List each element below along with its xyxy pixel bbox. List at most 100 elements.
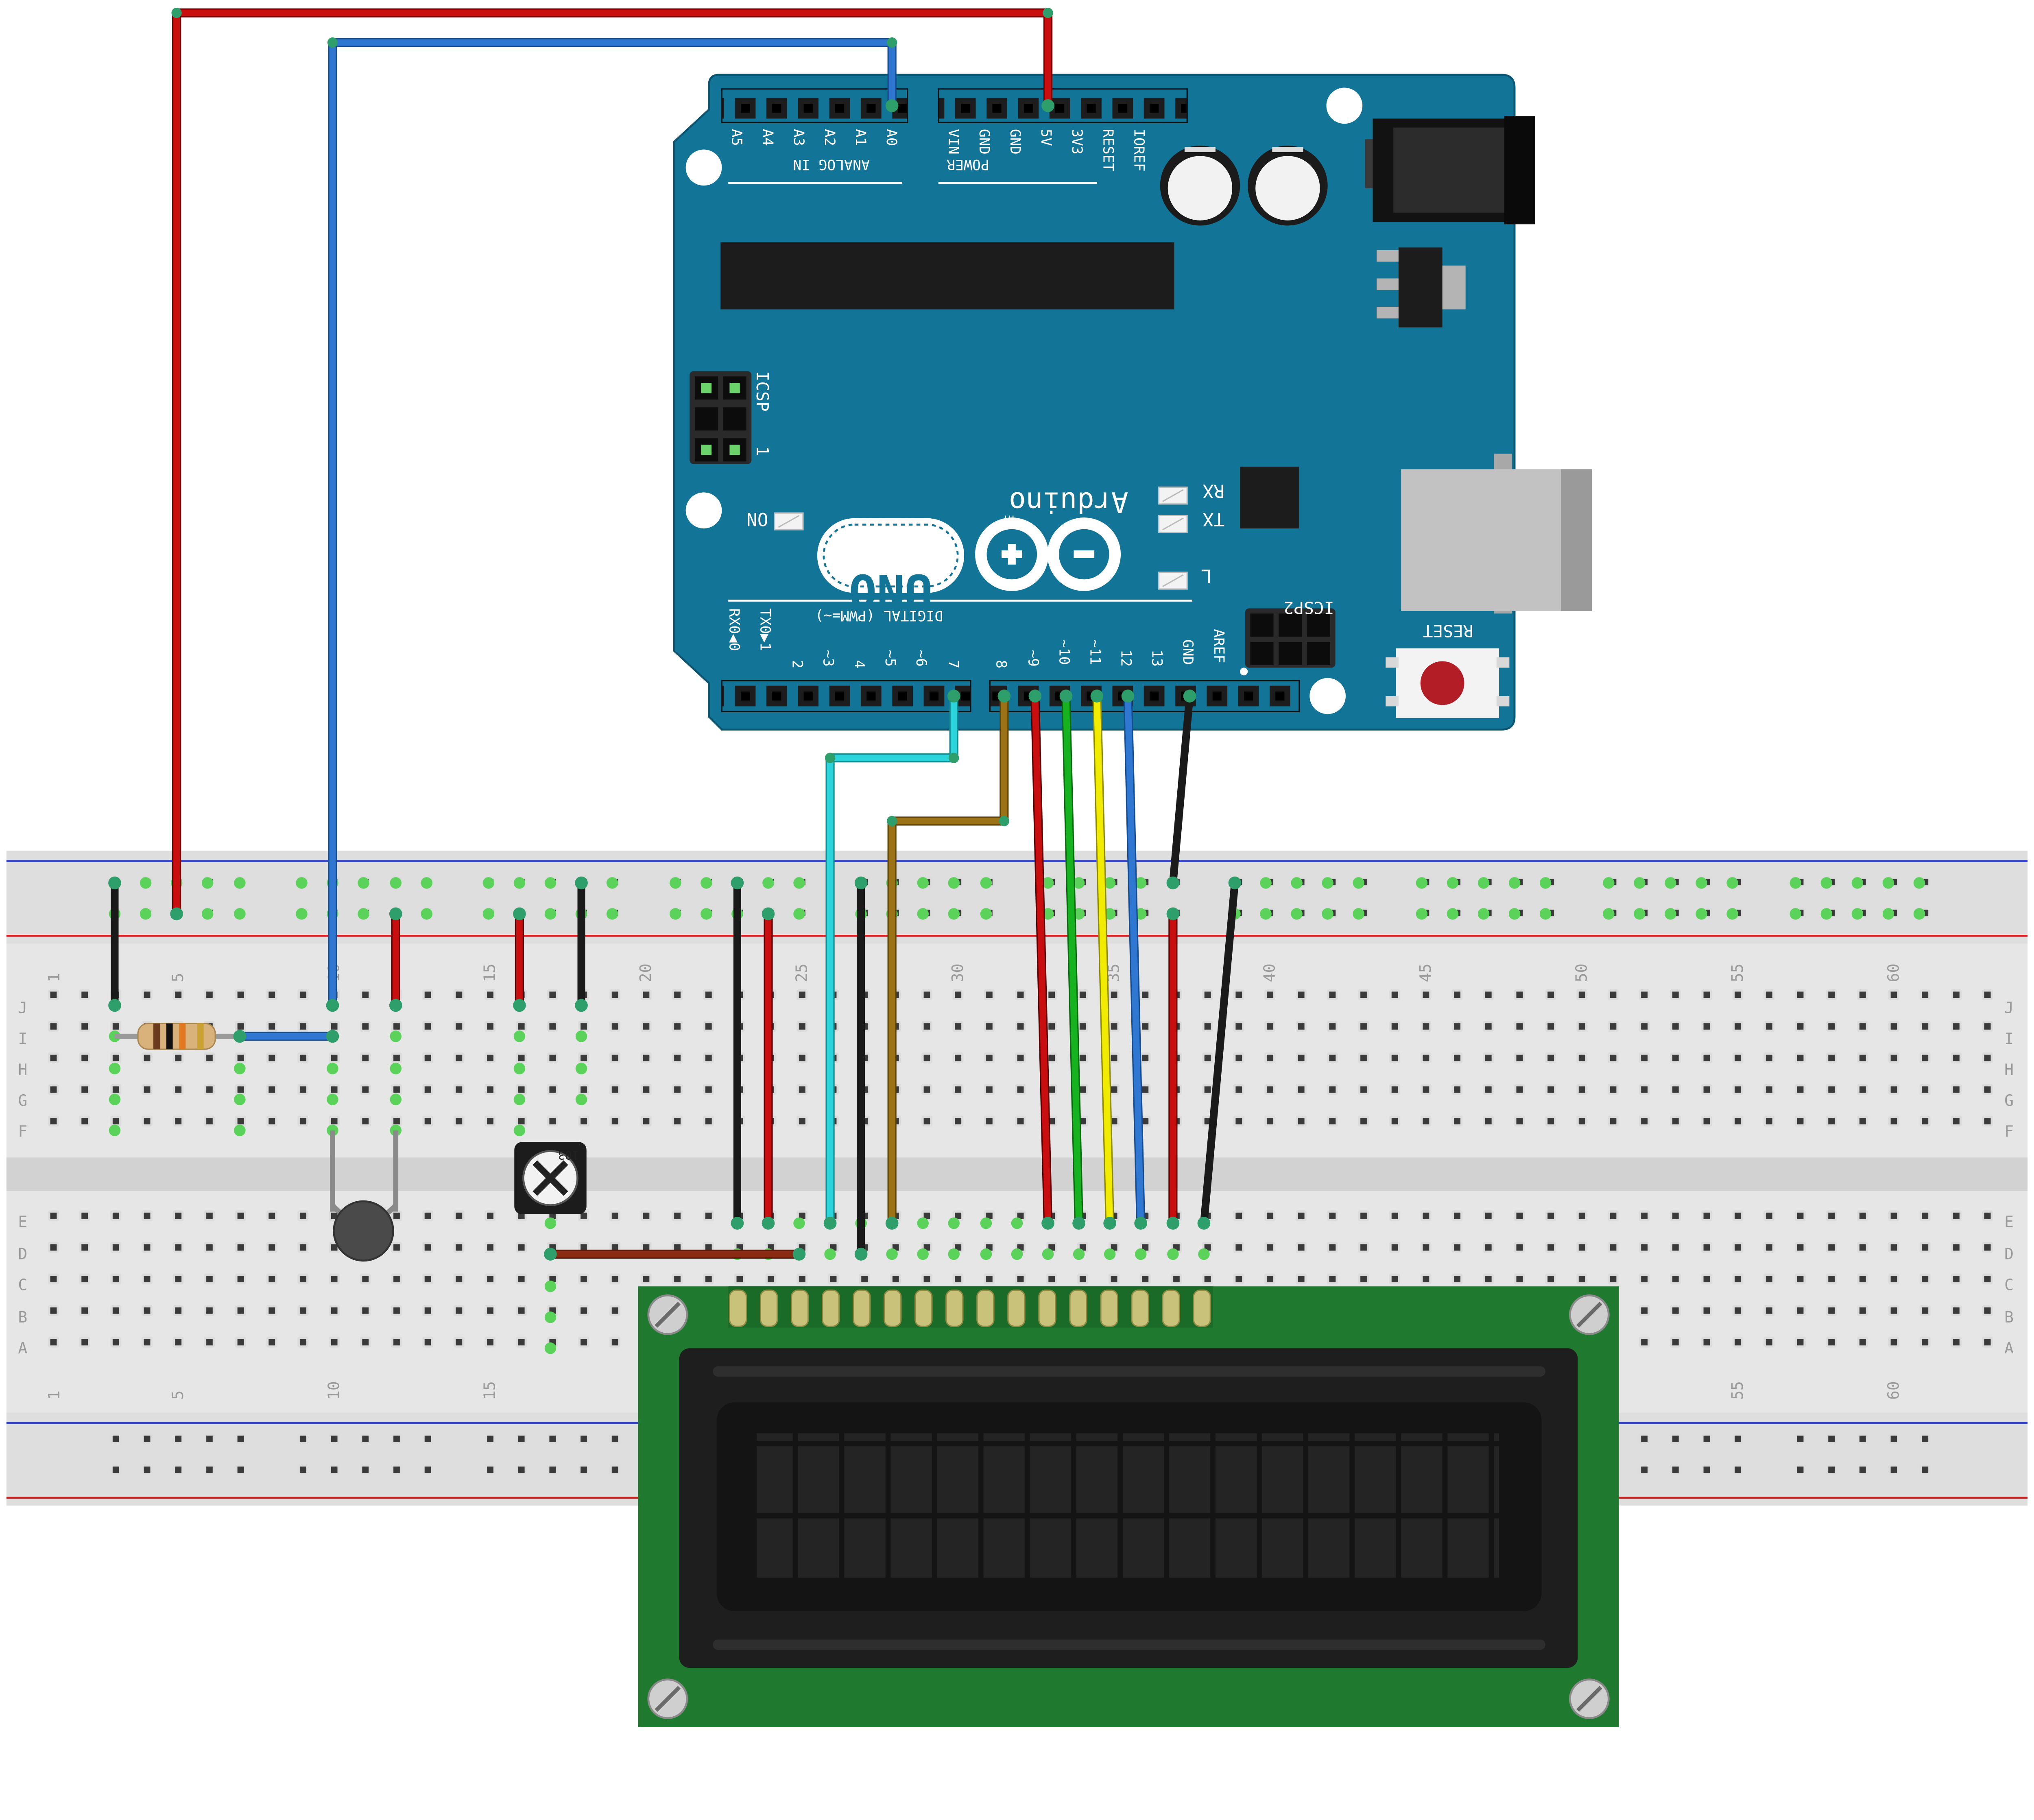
row-letter-c: C — [2004, 1276, 2014, 1294]
pin-label-reset: RESET — [1100, 129, 1116, 172]
analog-header — [721, 88, 908, 123]
pin-label-gnd: GND — [976, 129, 992, 155]
screw-icon — [1569, 1294, 1610, 1335]
row-letter-j: J — [18, 999, 27, 1017]
resistor — [115, 1023, 240, 1050]
on-label: ON — [746, 508, 768, 529]
tx-label: TX — [1203, 508, 1224, 529]
potentiometer[interactable]: 103 — [514, 1142, 587, 1214]
pin-label-d8: 8 — [993, 660, 1009, 668]
column-number: 25 — [793, 964, 811, 982]
row-letters: J I H G F E D C B A J I H G F E D C B A — [18, 999, 2014, 1357]
column-number: 15 — [481, 964, 499, 982]
pin-label-vin: VIN — [945, 129, 961, 155]
column-number: 1 — [45, 1390, 63, 1400]
rx-led — [1158, 487, 1188, 505]
digital-pin-labels: RX0◀0 TX0▶1 2 ~3 4 ~5 ~6 7 8 ~9 ~10 ~11 … — [726, 609, 1227, 669]
pin-label-a3: A3 — [790, 129, 807, 146]
column-number: 60 — [1884, 964, 1902, 982]
thermistor — [333, 1200, 394, 1262]
pin-label-5v: 5V — [1038, 129, 1054, 146]
pin-label-ioref: IOREF — [1130, 129, 1147, 172]
column-number: 10 — [325, 1381, 343, 1400]
row-letter-a: A — [2004, 1339, 2014, 1357]
voltage-regulator — [1377, 247, 1466, 327]
column-number: 30 — [949, 964, 967, 982]
wire-a0 — [329, 39, 895, 1009]
pin-label-3v3: 3V3 — [1069, 129, 1085, 155]
pin-label-d5: ~5 — [882, 650, 898, 667]
digital-pwm-label: DIGITAL (PWM=~) — [815, 607, 943, 624]
wire-d9 — [1032, 693, 1051, 1226]
row-letter-e: E — [2004, 1213, 2014, 1231]
lcd-16x2-module — [638, 1286, 1619, 1727]
wire-5v — [173, 9, 1051, 917]
pin-label-a2: A2 — [821, 129, 838, 146]
row-letter-f: F — [18, 1123, 27, 1141]
pin-label-a1: A1 — [852, 129, 869, 146]
screw-icon — [647, 1294, 688, 1335]
power-header — [938, 88, 1188, 123]
column-number: 60 — [1884, 1381, 1902, 1400]
pin-label-a4: A4 — [759, 129, 776, 146]
screw-icon — [647, 1678, 688, 1720]
row-letter-a: A — [18, 1339, 27, 1357]
analog-in-label: ANALOG IN — [793, 156, 870, 172]
reset-button[interactable] — [1386, 648, 1510, 718]
column-number: 55 — [1728, 1381, 1746, 1400]
mounting-hole — [1309, 678, 1346, 714]
pin-label-aref: AREF — [1211, 629, 1227, 663]
digital-header-low — [721, 680, 971, 712]
column-number: 50 — [1573, 964, 1591, 982]
row-letter-b: B — [2004, 1308, 2014, 1326]
pin-label-gnd: GND — [1180, 639, 1196, 665]
row-letter-i: I — [2004, 1030, 2014, 1048]
pin-label-d13: 13 — [1149, 650, 1165, 667]
uno-logo: UNO — [817, 518, 965, 618]
wire-lcd-backlight-cathode — [1200, 879, 1239, 1227]
pot-knob-icon — [533, 1160, 568, 1196]
tx-led — [1158, 515, 1188, 533]
pin-label-d2: 2 — [789, 660, 805, 668]
aref-dot — [1240, 668, 1248, 676]
row-letter-b: B — [18, 1308, 27, 1326]
pin-label-gnd: GND — [1007, 129, 1023, 155]
breadboard: J I H G F E D C B A J I H G F E D C B A … — [6, 851, 2028, 1506]
row-letter-e: E — [18, 1213, 27, 1231]
pin-label-d11: ~11 — [1087, 639, 1103, 665]
icsp-label: ICSP — [753, 371, 772, 412]
row-letter-j: J — [2004, 999, 2014, 1017]
arduino-brand-text: Arduino — [1009, 485, 1128, 518]
column-number: 15 — [481, 1381, 499, 1400]
power-pin-labels: VIN GND GND 5V 3V3 RESET IOREF — [945, 129, 1147, 172]
icsp-pin-dots — [701, 383, 740, 455]
pin-label-d6: ~6 — [913, 650, 929, 667]
pin-label-a5: A5 — [729, 129, 745, 146]
pin-label-d7: 7 — [945, 660, 961, 668]
row-letter-i: I — [18, 1030, 27, 1048]
center-channel — [6, 1157, 2028, 1191]
wire-d10 — [1063, 693, 1082, 1226]
lcd-character-cells — [756, 1433, 1499, 1578]
wire-end-markers — [108, 8, 1242, 1261]
pin-label-d12: 12 — [1118, 650, 1134, 667]
rx-label: RX — [1203, 480, 1224, 501]
column-number: 55 — [1728, 964, 1746, 982]
uno-text: UNO — [849, 564, 932, 618]
pin-label-d0: RX0◀0 — [726, 609, 742, 651]
icsp2-pins — [1250, 613, 1330, 665]
row-letter-h: H — [18, 1061, 27, 1079]
atmega-chip — [720, 242, 1174, 310]
pin-label-d3: ~3 — [820, 650, 836, 667]
capacitor — [1248, 146, 1328, 226]
mounting-hole — [1326, 87, 1363, 124]
wire-d12 — [1124, 693, 1144, 1226]
reset-label: RESET — [1423, 621, 1473, 641]
l-led — [1158, 572, 1188, 590]
row-letter-c: C — [18, 1276, 27, 1294]
column-number: 40 — [1261, 964, 1279, 982]
row-letter-d: D — [18, 1245, 27, 1263]
wire-gnd — [1169, 692, 1194, 887]
row-letter-h: H — [2004, 1061, 2014, 1079]
screw-icon — [1569, 1678, 1610, 1720]
